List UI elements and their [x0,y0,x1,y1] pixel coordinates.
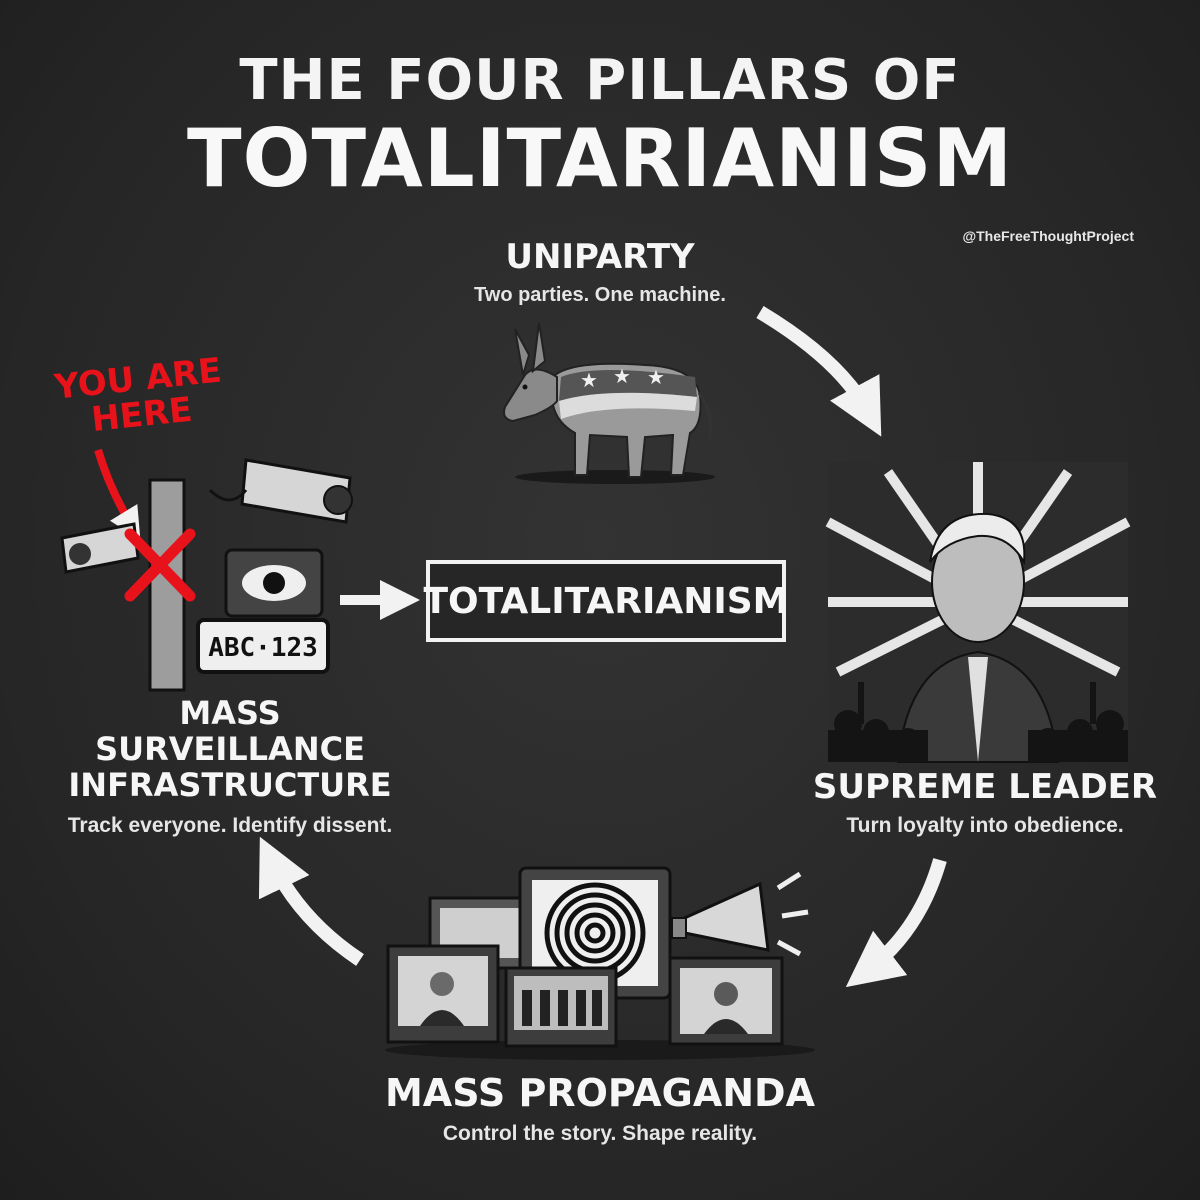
svg-text:★: ★ [580,368,598,392]
arrow-leader-to-propaganda [845,858,947,988]
supreme-leader-subtitle: Turn loyalty into obedience. [846,814,1124,837]
svg-text:★: ★ [613,364,631,388]
donkey-illustration: ★ ★ ★ [503,322,715,484]
supreme-leader-illustration [825,462,1131,763]
arrow-uniparty-to-leader [756,305,882,437]
license-plate-text: ABC·123 [208,633,318,663]
supreme-leader-title: SUPREME LEADER [812,767,1158,807]
svg-text:★: ★ [647,365,665,389]
title-line-2: TOTALITARIANISM [186,112,1014,205]
uniparty-title: UNIPARTY [505,237,695,277]
mass-propaganda-subtitle: Control the story. Shape reality. [442,1122,758,1145]
title-line-1: THE FOUR PILLARS OF [239,48,961,113]
you-are-here-marker: YOU ARE HERE [52,350,224,440]
author-handle: @TheFreeThoughtProject [962,228,1134,244]
arrow-propaganda-to-surveillance [258,836,364,966]
center-totalitarianism-box: TOTALITARIANISM [424,560,789,642]
mass-propaganda-title: MASS PROPAGANDA [384,1071,816,1115]
propaganda-screens-illustration [385,866,815,1060]
uniparty-subtitle: Two parties. One machine. [474,284,726,306]
surveillance-title-line-1: MASS [179,694,281,732]
surveillance-cameras-illustration: ABC·123 [60,458,353,692]
surveillance-title-line-3: INFRASTRUCTURE [68,766,392,804]
surveillance-subtitle: Track everyone. Identify dissent. [67,814,393,837]
surveillance-title-line-2: SURVEILLANCE [95,730,365,768]
